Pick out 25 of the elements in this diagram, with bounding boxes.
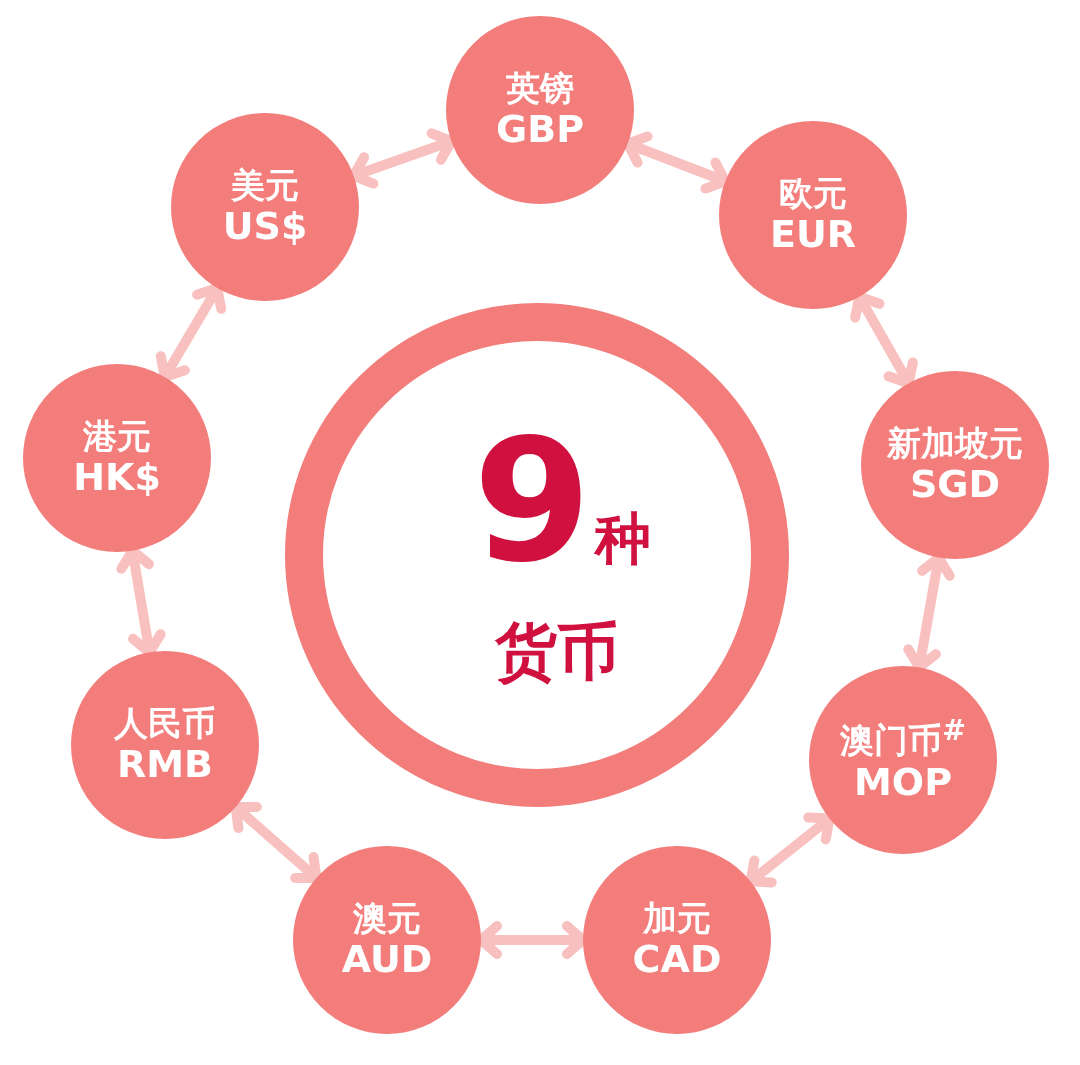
count-unit: 种: [595, 511, 651, 567]
double-arrow: [745, 812, 835, 888]
currency-code: MOP: [854, 760, 952, 805]
currency-code: AUD: [341, 937, 433, 982]
center-title: 货币: [495, 621, 619, 683]
currency-code: US$: [222, 204, 308, 249]
currency-name: 加元: [643, 898, 711, 938]
currency-name: 澳元: [353, 898, 421, 938]
currency-code: HK$: [73, 455, 161, 500]
currency-name: 港元: [83, 416, 151, 456]
currency-code: RMB: [116, 742, 213, 787]
currency-name: 欧元: [779, 173, 847, 213]
double-arrow: [230, 802, 322, 883]
currency-code: EUR: [769, 212, 857, 257]
double-arrow: [850, 291, 918, 389]
currency-name: 新加坡元: [887, 423, 1023, 463]
currency-name: 英镑: [506, 68, 574, 108]
currency-code: GBP: [496, 107, 584, 152]
currency-code: SGD: [909, 462, 1001, 507]
double-arrow: [155, 282, 227, 383]
currency-code: CAD: [632, 937, 722, 982]
currency-name: 澳门币$^{#}$: [840, 715, 966, 761]
count-number: 9: [473, 416, 592, 586]
currency-name: 美元: [231, 165, 299, 205]
currency-name: 人民币: [114, 703, 216, 743]
